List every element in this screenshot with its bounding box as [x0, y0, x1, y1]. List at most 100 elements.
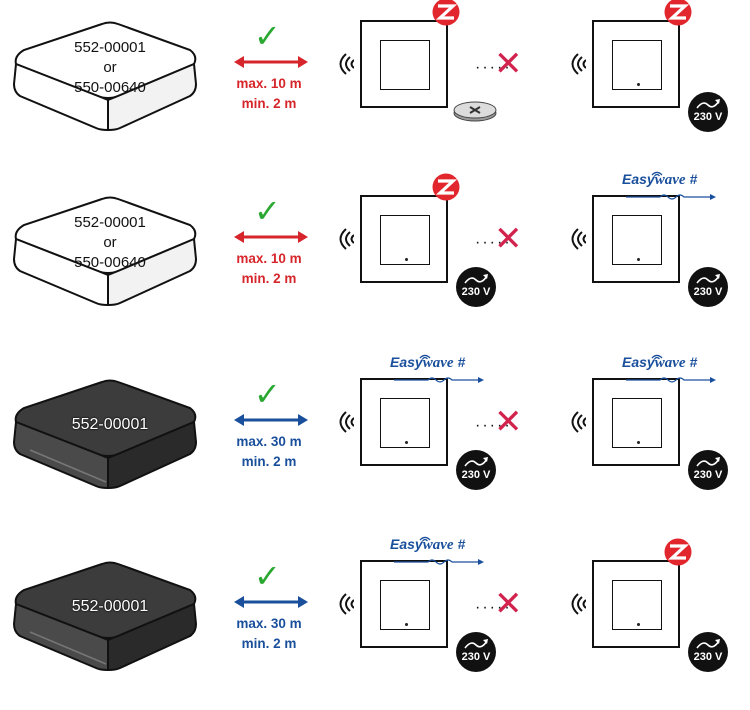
switch-rocker[interactable]: [380, 398, 430, 448]
wireless-signal-icon: [570, 411, 587, 438]
switch-frame-left: [360, 20, 448, 108]
status-led: [637, 623, 640, 626]
switch-rocker[interactable]: [380, 580, 430, 630]
easywave-wave-icon: [394, 553, 484, 571]
coin-battery-icon: [452, 100, 498, 127]
double-arrow-icon: [234, 230, 308, 249]
power-230v-label: 230 V: [693, 469, 723, 481]
gateway-box-icon: [12, 561, 198, 672]
check-icon: ✓: [254, 18, 281, 54]
switch-frame-left: [360, 195, 448, 283]
easywave-signal-icon: [418, 529, 432, 547]
power-230v-icon: 230 V: [688, 267, 728, 307]
zigbee-logo-icon: [432, 173, 460, 201]
easywave-logo: Easywave#: [622, 171, 697, 189]
power-230v-icon: 230 V: [456, 450, 496, 490]
easywave-logo-part: #: [689, 354, 698, 370]
easywave-logo-part: wave: [654, 172, 686, 188]
switch-rocker[interactable]: [612, 580, 662, 630]
status-led: [405, 258, 408, 261]
check-icon: ✓: [254, 193, 281, 229]
easywave-logo-part: Easy: [622, 171, 655, 187]
gateway-white: [10, 18, 200, 141]
easywave-logo-part: wave: [422, 537, 454, 553]
easywave-logo-part: Easy: [622, 354, 655, 370]
switch-rocker[interactable]: [612, 398, 662, 448]
switch-frame-right: [592, 20, 680, 108]
gateway-box-icon: [12, 21, 198, 132]
range-min: min. 2 m: [241, 271, 297, 286]
switch-frame-left: [360, 560, 448, 648]
switch-rocker[interactable]: [612, 215, 662, 265]
easywave-logo-part: wave: [654, 355, 686, 371]
link-dots: ·····: [475, 417, 512, 434]
wireless-signal-icon: [338, 53, 355, 80]
double-arrow-icon: [234, 413, 308, 432]
incompatible-cross-icon: ✕: [494, 585, 523, 623]
gateway-model-line: 552-00001: [74, 39, 146, 56]
power-230v-label: 230 V: [693, 286, 723, 298]
switch-frame-left: [360, 378, 448, 466]
gateway-model-line: 550-00640: [74, 254, 146, 271]
wireless-signal-icon: [338, 593, 355, 620]
easywave-logo: Easywave#: [390, 354, 465, 372]
power-230v-label: 230 V: [461, 286, 491, 298]
zigbee-logo-icon: [664, 0, 692, 26]
link-dots: ·····: [475, 234, 512, 251]
wireless-signal-icon: [338, 228, 355, 255]
easywave-logo-part: #: [689, 171, 698, 187]
gateway-white: [10, 193, 200, 316]
power-230v-icon: 230 V: [456, 267, 496, 307]
link-dots: ·····: [475, 599, 512, 616]
check-icon: ✓: [254, 376, 281, 412]
status-led: [405, 623, 408, 626]
switch-rocker[interactable]: [380, 215, 430, 265]
easywave-logo-part: #: [457, 536, 466, 552]
status-led: [405, 441, 408, 444]
gateway-box-icon: [12, 379, 198, 490]
easywave-wave-icon: [626, 371, 716, 389]
gateway-black: [10, 558, 200, 681]
power-230v-icon: 230 V: [688, 632, 728, 672]
gateway-model-line: 552-00001: [71, 416, 149, 433]
switch-frame-right: [592, 560, 680, 648]
power-230v-label: 230 V: [461, 469, 491, 481]
power-230v-icon: 230 V: [688, 450, 728, 490]
easywave-wave-icon: [394, 371, 484, 389]
gateway-model-line: or: [103, 234, 117, 251]
power-230v-label: 230 V: [693, 651, 723, 663]
compatibility-row: 552-00001 or 550-00640 ✓ max. 10 m min. 2 m 23…: [0, 171, 750, 345]
switch-frame-right: [592, 378, 680, 466]
easywave-signal-icon: [650, 164, 664, 182]
easywave-logo-part: #: [457, 354, 466, 370]
range-max: max. 10 m: [236, 251, 302, 266]
incompatible-cross-icon: ✕: [494, 45, 523, 83]
easywave-signal-icon: [650, 347, 664, 365]
range-max: max. 30 m: [236, 434, 302, 449]
range-label: max. 10 m min. 2 m: [224, 249, 314, 289]
check-icon: ✓: [254, 558, 281, 594]
power-230v-icon: 230 V: [688, 92, 728, 132]
link-dots: ·····: [475, 59, 512, 76]
power-230v-label: 230 V: [693, 111, 723, 123]
easywave-logo-part: Easy: [390, 536, 423, 552]
range-min: min. 2 m: [241, 636, 297, 651]
easywave-signal-icon: [418, 347, 432, 365]
range-max: max. 10 m: [236, 76, 302, 91]
wireless-signal-icon: [570, 593, 587, 620]
switch-rocker[interactable]: [612, 40, 662, 90]
wireless-signal-icon: [570, 53, 587, 80]
power-230v-icon: 230 V: [456, 632, 496, 672]
incompatible-cross-icon: ✕: [494, 403, 523, 441]
switch-rocker[interactable]: [380, 40, 430, 90]
zigbee-logo-icon: [432, 0, 460, 26]
easywave-logo: Easywave#: [390, 536, 465, 554]
double-arrow-icon: [234, 55, 308, 74]
gateway-black: [10, 376, 200, 499]
gateway-model-line: 552-00001: [74, 214, 146, 231]
gateway-model-label: 552-00001: [40, 415, 180, 435]
status-led: [637, 258, 640, 261]
